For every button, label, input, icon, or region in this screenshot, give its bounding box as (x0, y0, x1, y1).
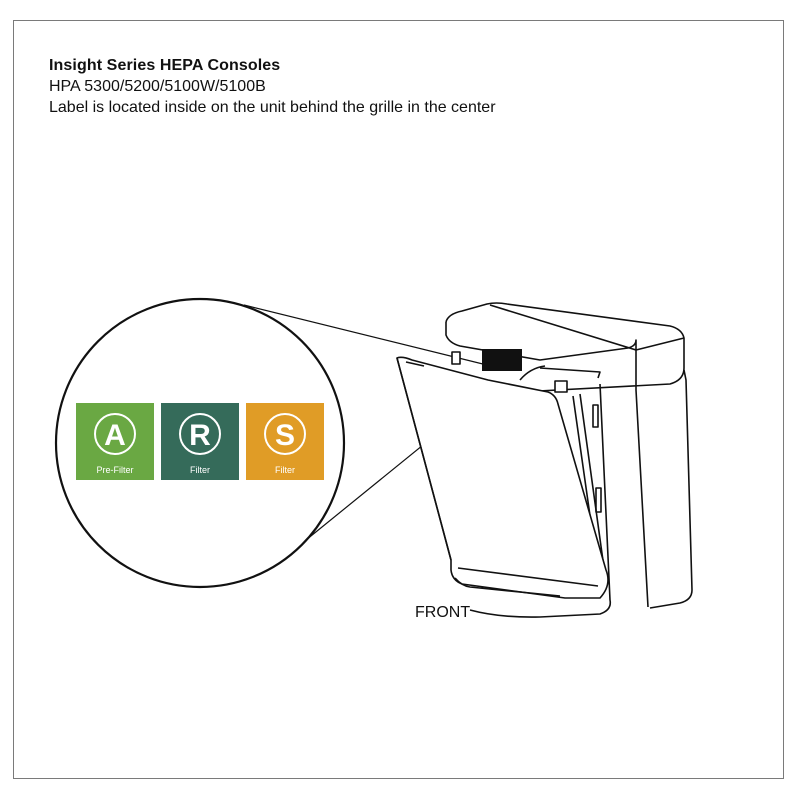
front-label: FRONT (415, 604, 471, 621)
badge-caption: Pre-Filter (96, 465, 133, 475)
page-title: Insight Series HEPA Consoles (49, 57, 281, 74)
model-numbers: HPA 5300/5200/5100W/5100B (49, 78, 266, 95)
badge-letter: R (189, 419, 211, 452)
badge-caption: Filter (190, 465, 210, 475)
badge-a-prefilter: A Pre-Filter (76, 403, 154, 480)
badge-s-filter: S Filter (246, 403, 324, 480)
label-location-marker (482, 349, 522, 371)
label-location-note: Label is located inside on the unit behi… (49, 99, 496, 116)
badge-letter: S (275, 419, 295, 452)
air-purifier-unit (396, 302, 693, 618)
badge-r-filter: R Filter (161, 403, 239, 480)
badge-letter: A (104, 419, 126, 452)
image-frame (13, 20, 784, 779)
badge-caption: Filter (275, 465, 295, 475)
